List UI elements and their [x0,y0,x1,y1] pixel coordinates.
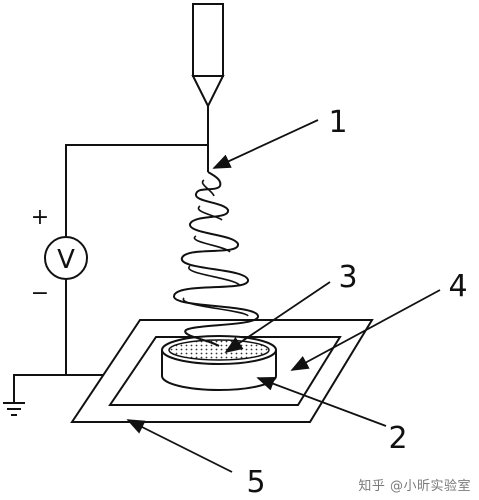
ground-wire [13,374,104,402]
ground-symbol [3,402,25,416]
polarity-minus: − [31,281,49,306]
circuit-wire-top [65,144,208,238]
watermark: 知乎 @小昕实验室 [358,479,471,494]
label-1: 1 [328,105,347,140]
syringe-barrel [192,3,224,77]
label-3: 3 [338,260,357,295]
polarity-plus: + [31,205,49,230]
leader-2 [256,376,387,427]
leader-1 [212,119,319,169]
syringe-needle-tip [191,75,225,109]
leader-3 [224,281,331,354]
leader-5 [126,419,233,473]
label-4: 4 [448,269,467,304]
label-2: 2 [388,421,407,456]
label-5: 5 [246,465,265,500]
fiber-jet-spiral [173,171,259,347]
voltmeter-label: V [57,245,75,275]
petri-dish [161,335,277,391]
leader-4 [290,289,441,371]
fiber-jet-spiral-inner [182,179,249,317]
